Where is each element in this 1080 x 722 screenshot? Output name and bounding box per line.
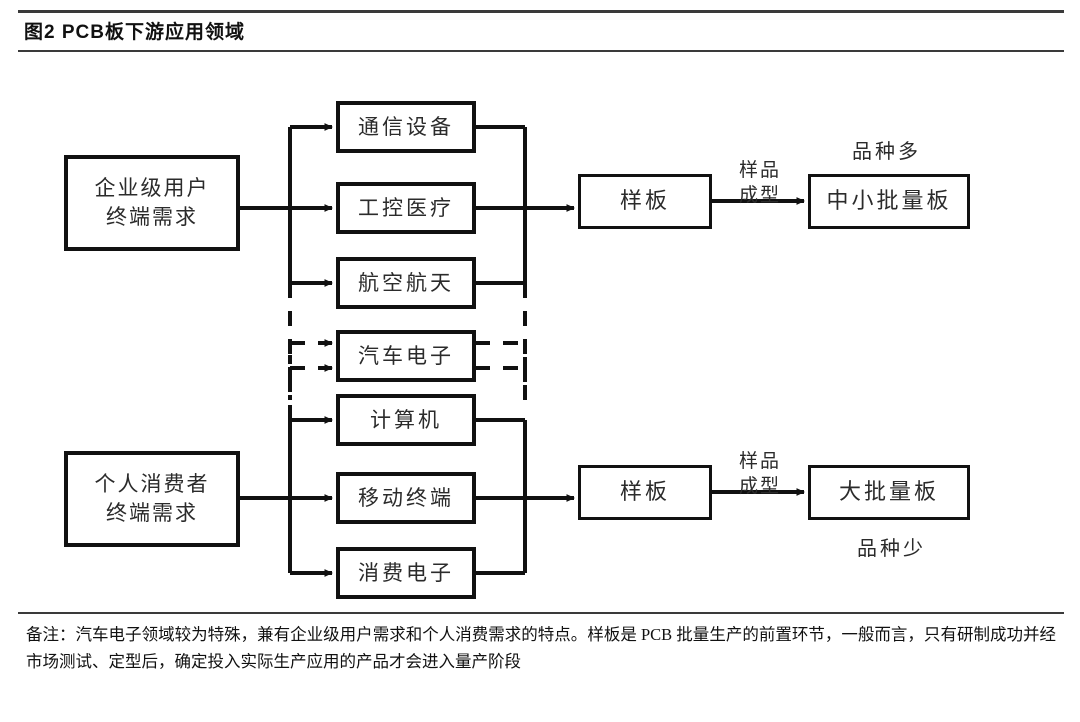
node-mobile-terminal-label: 移动终端 — [358, 485, 454, 510]
node-communication-equipment-label: 通信设备 — [358, 114, 454, 139]
node-sample-board-bottom[interactable]: 样板 — [578, 465, 712, 520]
node-industrial-medical[interactable]: 工控医疗 — [336, 182, 476, 234]
node-consumer-demand-line2: 终端需求 — [106, 501, 198, 525]
node-sample-board-top[interactable]: 样板 — [578, 174, 712, 229]
divider-under-title — [18, 50, 1064, 52]
diagram-connectors — [240, 123, 806, 577]
node-mobile-terminal[interactable]: 移动终端 — [336, 472, 476, 524]
node-automotive-electronics[interactable]: 汽车电子 — [336, 330, 476, 382]
edge-label-sample-forming-bottom-line1: 样品 — [738, 451, 781, 472]
edge-label-sample-forming-top-line2: 成型 — [738, 184, 781, 206]
edge-label-sample-forming-bottom-line2: 成型 — [738, 475, 781, 497]
edge-label-sample-forming-top: 样品 成型 — [718, 159, 802, 208]
node-small-medium-batch-board-label: 中小批量板 — [826, 188, 952, 214]
node-small-medium-batch-board[interactable]: 中小批量板 — [808, 174, 970, 229]
node-mass-batch-board[interactable]: 大批量板 — [808, 465, 970, 520]
note-many-varieties: 品种多 — [852, 141, 921, 163]
node-mass-batch-board-label: 大批量板 — [838, 479, 939, 505]
edge-label-sample-forming-top-line1: 样品 — [738, 160, 781, 181]
figure-title: 图2 PCB板下游应用领域 — [24, 22, 245, 43]
node-computer[interactable]: 计算机 — [336, 394, 476, 446]
divider-top — [18, 10, 1064, 13]
node-communication-equipment[interactable]: 通信设备 — [336, 101, 476, 153]
node-consumer-electronics[interactable]: 消费电子 — [336, 547, 476, 599]
divider-footnote — [18, 612, 1064, 614]
node-automotive-electronics-label: 汽车电子 — [358, 343, 454, 368]
diagram-canvas: 企业级用户 终端需求 个人消费者 终端需求 通信设备 工控医疗 航空航天 汽车电… — [0, 55, 1080, 610]
figure-footnote: 备注：汽车电子领域较为特殊，兼有企业级用户需求和个人消费需求的特点。样板是 PC… — [26, 625, 1056, 671]
node-enterprise-demand-line1: 企业级用户 — [94, 176, 210, 201]
node-aerospace[interactable]: 航空航天 — [336, 257, 476, 309]
node-sample-board-top-label: 样板 — [619, 188, 670, 214]
node-industrial-medical-label: 工控医疗 — [358, 195, 454, 220]
edge-label-sample-forming-bottom: 样品 成型 — [718, 450, 802, 499]
node-consumer-demand[interactable]: 个人消费者 终端需求 — [64, 451, 240, 547]
note-few-varieties: 品种少 — [857, 538, 926, 560]
node-consumer-demand-line1: 个人消费者 — [94, 472, 210, 497]
node-aerospace-label: 航空航天 — [358, 270, 454, 295]
node-enterprise-demand-line2: 终端需求 — [106, 205, 198, 229]
node-computer-label: 计算机 — [370, 407, 442, 432]
node-enterprise-demand[interactable]: 企业级用户 终端需求 — [64, 155, 240, 251]
node-consumer-electronics-label: 消费电子 — [358, 560, 454, 585]
node-sample-board-bottom-label: 样板 — [619, 479, 670, 505]
